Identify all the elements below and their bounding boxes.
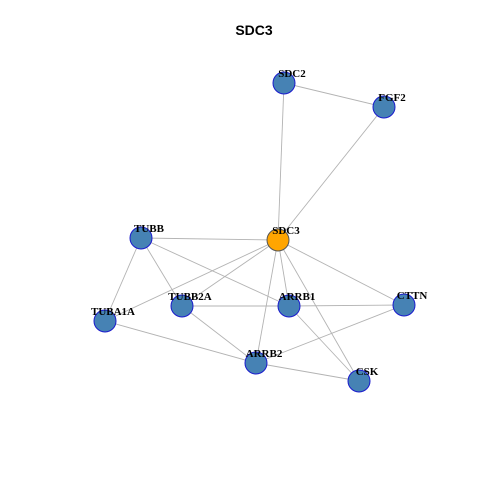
edge-tubb-arrb1	[140, 237, 290, 307]
node-fgf2	[372, 95, 396, 119]
edge-arrb2-cttn	[255, 304, 405, 364]
node-label-arrb1: ARRB1	[279, 291, 316, 303]
node-label-tuba1a: TUBA1A	[91, 306, 135, 318]
node-label-csk: CSK	[356, 366, 379, 378]
edge-arrb1-cttn	[288, 304, 405, 307]
edge-tubb-tubb2a	[140, 237, 183, 307]
edge-sdc3-cttn	[277, 239, 405, 306]
edge-sdc2-fgf2	[283, 82, 385, 108]
edge-sdc3-tubb	[140, 237, 279, 241]
graph-title: SDC3	[235, 22, 273, 38]
edge-tuba1a-arrb2	[104, 320, 257, 364]
node-tubb	[129, 226, 153, 250]
node-label-fgf2: FGF2	[378, 92, 406, 104]
node-label-sdc2: SDC2	[278, 68, 306, 80]
edge-layer	[104, 82, 405, 382]
edge-arrb1-csk	[288, 305, 360, 382]
node-label-tubb2a: TUBB2A	[168, 291, 211, 303]
node-csk	[347, 369, 371, 393]
edge-tubb-tuba1a	[104, 237, 142, 322]
node-cttn	[392, 293, 416, 317]
edge-sdc3-arrb2	[255, 239, 279, 364]
node-label-cttn: CTTN	[397, 290, 428, 302]
node-tubb2a	[170, 294, 194, 318]
edge-sdc2-sdc3	[277, 82, 285, 241]
edge-arrb2-csk	[255, 362, 360, 382]
node-label-sdc3: SDC3	[272, 225, 300, 237]
node-sdc3	[266, 228, 290, 252]
edge-tubb2a-arrb2	[181, 305, 257, 364]
node-layer	[93, 71, 416, 393]
node-label-tubb: TUBB	[134, 223, 165, 235]
node-arrb1	[277, 294, 301, 318]
node-tuba1a	[93, 309, 117, 333]
edge-sdc3-tuba1a	[104, 239, 279, 322]
edge-sdc3-csk	[277, 239, 360, 382]
node-arrb2	[244, 351, 268, 375]
node-sdc2	[272, 71, 296, 95]
edge-fgf2-sdc3	[277, 106, 385, 241]
edge-sdc3-tubb2a	[181, 239, 279, 307]
node-label-arrb2: ARRB2	[246, 348, 283, 360]
